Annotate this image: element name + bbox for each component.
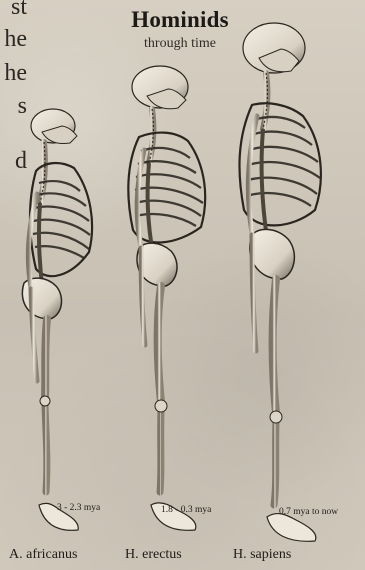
skeleton-africanus: [22, 109, 92, 530]
erectus-label: H. erectus: [125, 547, 182, 563]
sapiens-date: 0.7 mya to now: [279, 507, 338, 517]
sapiens-label: H. sapiens: [233, 547, 291, 563]
skeleton-sapiens: [239, 23, 320, 541]
africanus-label: A. africanus: [9, 547, 77, 563]
africanus-date: 3 - 2.3 mya: [57, 503, 100, 513]
skeleton-erectus: [128, 66, 205, 530]
erectus-date: 1.8 - 0.3 mya: [161, 505, 211, 515]
